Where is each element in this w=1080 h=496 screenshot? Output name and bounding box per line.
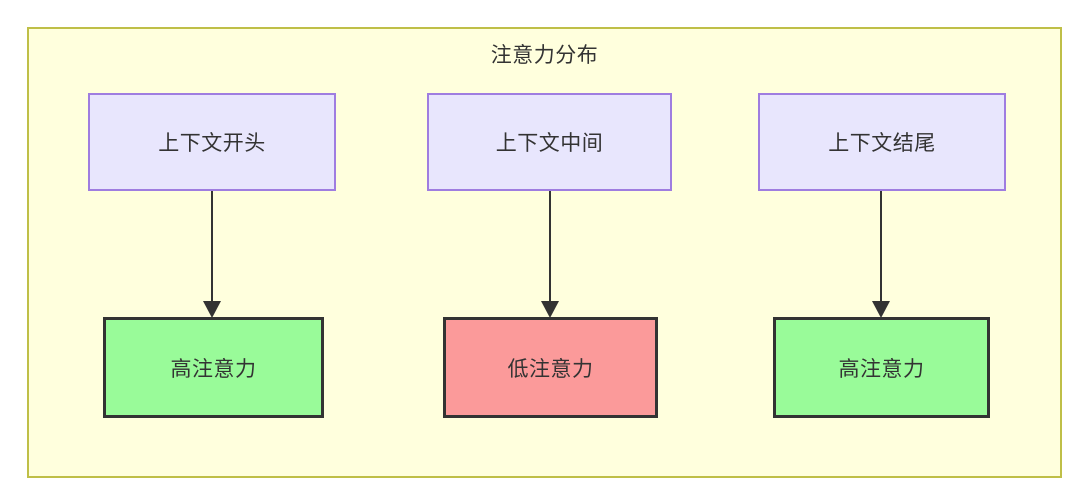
- node-attention-end-label: 高注意力: [838, 357, 925, 381]
- node-attention-middle[interactable]: 低注意力: [443, 317, 658, 418]
- node-context-start[interactable]: 上下文开头: [88, 93, 336, 191]
- node-context-middle[interactable]: 上下文中间: [427, 93, 672, 191]
- subgraph-title: 注意力分布: [490, 44, 599, 67]
- node-context-end[interactable]: 上下文结尾: [758, 93, 1006, 191]
- node-attention-end[interactable]: 高注意力: [773, 317, 990, 418]
- node-context-start-label: 上下文开头: [158, 132, 266, 155]
- node-attention-start-label: 高注意力: [170, 357, 257, 381]
- node-attention-start[interactable]: 高注意力: [103, 317, 324, 418]
- node-context-end-label: 上下文结尾: [828, 132, 936, 155]
- node-context-middle-label: 上下文中间: [495, 132, 604, 155]
- node-attention-middle-label: 低注意力: [507, 357, 594, 381]
